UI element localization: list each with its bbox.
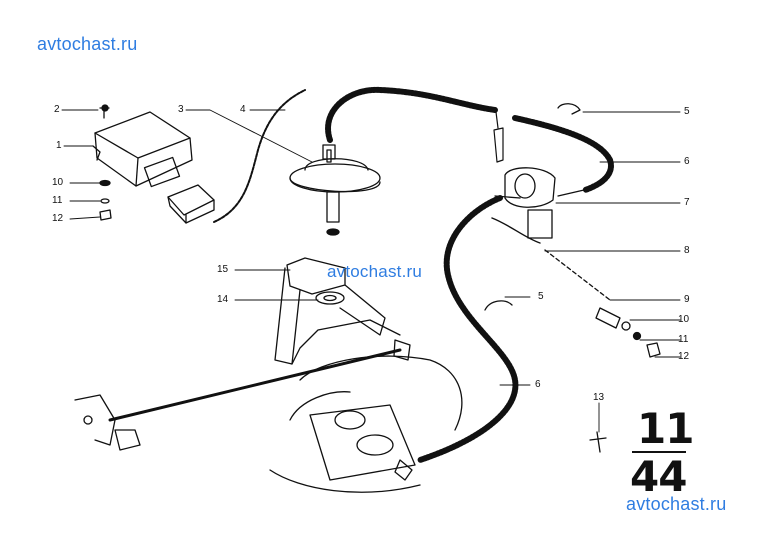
callout-12-right: 12 — [678, 351, 690, 362]
callout-10-right: 10 — [678, 314, 690, 325]
callout-3: 3 — [178, 104, 184, 115]
callout-1: 1 — [56, 140, 62, 151]
callout-10-left: 10 — [52, 177, 64, 188]
callout-11-left: 11 — [52, 195, 63, 206]
cable-4 — [213, 89, 306, 223]
watermark-bottom-right: avtochast.ru — [626, 494, 727, 514]
control-unit-part — [92, 104, 193, 188]
vacuum-hose-upper — [325, 86, 498, 143]
page-number-top: 11 — [637, 404, 694, 453]
watermark-center: avtochast.ru — [327, 262, 423, 281]
callout-13: 13 — [593, 392, 605, 403]
hose-6-upper — [512, 115, 614, 193]
callout-9: 9 — [684, 294, 690, 305]
plug-connector-part — [167, 184, 215, 224]
hose-6-lower — [417, 195, 519, 463]
throttle-rod — [108, 348, 402, 422]
callout-2: 2 — [54, 104, 60, 115]
small-parts-right — [595, 307, 661, 358]
callout-14: 14 — [217, 294, 229, 305]
intake-manifold-part — [269, 355, 463, 493]
callout-6-top: 6 — [684, 156, 690, 167]
callout-8: 8 — [684, 245, 690, 256]
callout-6-bottom: 6 — [535, 379, 541, 390]
callout-11-right: 11 — [678, 334, 689, 345]
callout-7: 7 — [684, 197, 690, 208]
vacuum-unit-part — [289, 144, 381, 236]
watermark-top-left: avtochast.ru — [37, 34, 138, 54]
washers-left-part — [99, 179, 112, 221]
callout-15: 15 — [217, 264, 229, 275]
callout-5-top: 5 — [684, 106, 690, 117]
page-number-bottom: 44 — [630, 452, 687, 501]
callout-4: 4 — [240, 104, 246, 115]
callout-5-mid: 5 — [538, 291, 544, 302]
callout-12-left: 12 — [52, 213, 64, 224]
bracket-part — [274, 257, 401, 365]
